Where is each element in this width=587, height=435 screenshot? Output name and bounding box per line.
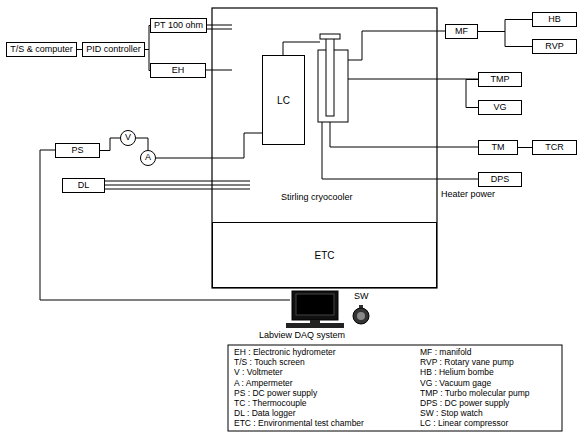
sensor-lead: [206, 25, 232, 29]
node-label: T/S & computer: [10, 45, 73, 55]
wire-connector: [518, 147, 532, 148]
node-label: ETC: [315, 250, 335, 261]
legend-text: T/S : Touch screen: [234, 358, 305, 367]
transfer-line: [283, 42, 320, 55]
legend-entry: DPS : DC power supply: [420, 399, 509, 408]
gas-line: [348, 31, 445, 60]
stopwatch-dial: [357, 312, 365, 320]
node-label: MF: [455, 27, 468, 37]
wire-caption: Heater power: [440, 190, 496, 200]
node-label: PID controller: [86, 45, 141, 55]
node-label: HB: [548, 15, 561, 25]
node-label: A: [145, 153, 151, 163]
legend-entry: PS : DC power supply: [234, 389, 317, 398]
dc-supply-box: DPS: [478, 172, 522, 187]
legend-text: EH : Electronic hydrometer: [234, 348, 336, 357]
node-label: RVP: [545, 42, 563, 52]
legend-box: [228, 345, 562, 431]
meter-circle: [120, 130, 135, 145]
logger-box: DL: [62, 178, 105, 193]
manifold-box: MF: [445, 24, 478, 39]
stopwatch: [353, 308, 369, 324]
logger-wires: [105, 181, 250, 189]
legend-text: LC : Linear compressor: [420, 419, 508, 428]
legend-entry: VG : Vacuum gage: [420, 379, 491, 388]
legend-text: PS : DC power supply: [234, 389, 317, 398]
legend-entry: V : Voltmeter: [234, 368, 283, 377]
compressor-box: LC: [262, 55, 305, 145]
legend-entry: HB : Helium bombe: [420, 368, 494, 377]
turbo-pump-box: TMP: [478, 72, 522, 87]
legend-text: DL : Data logger: [234, 409, 296, 418]
hydrometer-box: EH: [150, 63, 206, 78]
voltmeter-circle: V: [120, 130, 136, 146]
legend-text: HB : Helium bombe: [420, 368, 494, 377]
legend-entry: EH : Electronic hydrometer: [234, 348, 336, 357]
legend-text: VG : Vacuum gage: [420, 379, 491, 388]
sensor-box: PT 100 ohm: [150, 18, 207, 33]
thermocouple-wire: [330, 122, 478, 147]
heater-wire: [322, 122, 478, 179]
controller-box: PID controller: [82, 42, 145, 57]
legend-entry: T/S : Touch screen: [234, 358, 305, 367]
recorder-box: TCR: [532, 140, 577, 155]
legend-entry: TC : Thermocouple: [234, 399, 307, 408]
node-label: EH: [172, 66, 185, 76]
cold-finger: [326, 38, 334, 116]
vacuum-line: [348, 79, 478, 80]
meter-circle: [140, 150, 155, 165]
system-caption: Labview DAQ system: [258, 331, 346, 341]
legend-text: ETC : Environmental test chamber: [234, 419, 364, 428]
legend-text: SW : Stop watch: [420, 409, 483, 418]
bombe-box: HB: [532, 12, 577, 27]
node-label: DPS: [491, 175, 510, 185]
power-supply-box: PS: [55, 143, 100, 158]
node-label: TM: [492, 143, 505, 153]
chamber-outline: [212, 8, 437, 288]
wire-connector: [156, 133, 262, 158]
node-label: DL: [78, 181, 90, 191]
node-label: PS: [71, 146, 83, 156]
legend-entry: TMP : Turbo molecular pump: [420, 389, 529, 398]
legend-entry: ETC : Environmental test chamber: [234, 419, 364, 428]
keyboard: [286, 323, 344, 328]
node-label: TMP: [491, 75, 510, 85]
legend-text: DPS : DC power supply: [420, 399, 509, 408]
node-label: LC: [277, 95, 290, 106]
legend-text: A : Ampermeter: [234, 379, 293, 388]
legend-entry: SW : Stop watch: [420, 409, 483, 418]
monitor-stand: [310, 320, 320, 323]
legend-entry: RVP : Rotary vane pump: [420, 358, 514, 367]
monitor-box: TM: [478, 140, 518, 155]
wire-connector: [478, 32, 532, 47]
computer-box: T/S & computer: [6, 42, 77, 57]
legend-text: RVP : Rotary vane pump: [420, 358, 514, 367]
node-label: PT 100 ohm: [154, 21, 203, 31]
computer-monitor: [292, 291, 338, 320]
legend-entry: DL : Data logger: [234, 409, 296, 418]
icon-caption: SW: [353, 292, 370, 302]
legend-text: TMP : Turbo molecular pump: [420, 389, 529, 398]
node-label: TCR: [545, 143, 564, 153]
legend-text: MF : manifold: [420, 348, 472, 357]
component-caption: Stirling cryocooler: [280, 193, 354, 203]
computer-screen: [296, 294, 334, 315]
legend-entry: A : Ampermeter: [234, 379, 293, 388]
ammeter-circle: A: [140, 150, 156, 166]
node-label: V: [125, 133, 131, 143]
chamber-band: ETC: [212, 222, 437, 288]
legend-entry: LC : Linear compressor: [420, 419, 508, 428]
wire-connector: [136, 138, 148, 150]
hydrometer-lead: [206, 70, 232, 71]
pump-box: RVP: [532, 39, 577, 54]
legend-entry: MF : manifold: [420, 348, 472, 357]
gage-box: VG: [478, 100, 522, 115]
wire-connector: [100, 138, 120, 151]
legend-text: TC : Thermocouple: [234, 399, 307, 408]
wire-connector: [466, 80, 478, 108]
legend-text: V : Voltmeter: [234, 368, 283, 377]
cold-tip: [320, 34, 340, 39]
wire-connector: [478, 20, 532, 32]
node-label: VG: [493, 103, 506, 113]
